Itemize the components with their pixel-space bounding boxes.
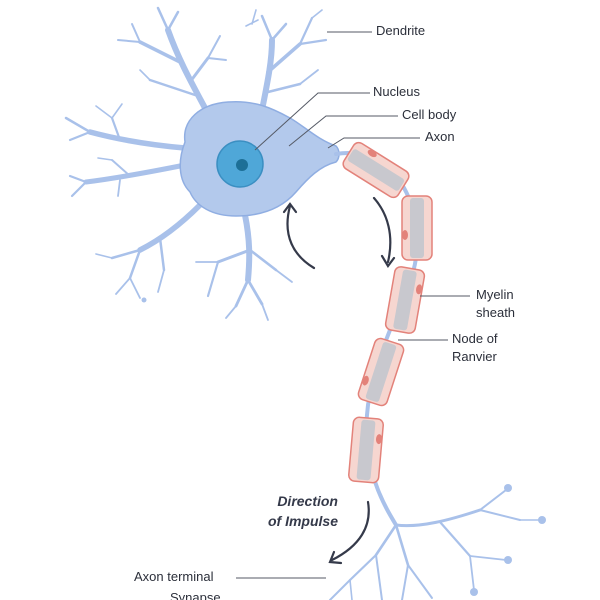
- label-synapse: Synapse: [170, 590, 221, 600]
- label-cell-body: Cell body: [402, 107, 457, 122]
- label-axon: Axon: [425, 129, 455, 144]
- label-node-of-ranvier-line1: Node of: [452, 331, 498, 346]
- dendrites: [64, 6, 328, 321]
- label-direction-line2: of Impulse: [267, 513, 338, 529]
- impulse-arrows: [282, 196, 396, 565]
- leader-lines: [236, 31, 470, 579]
- myelin-segment: [384, 266, 426, 334]
- label-myelin-sheath-line2: sheath: [476, 305, 516, 320]
- impulse-arrow-soma-head: [282, 202, 298, 214]
- label-direction-line1: Direction: [277, 493, 338, 509]
- leader-cell-body: [288, 115, 398, 147]
- leader-axon: [327, 137, 420, 149]
- impulse-arrow-terminal-head: [328, 550, 343, 565]
- axon-terminal-branches: [329, 489, 541, 600]
- impulse-arrow-axon: [372, 196, 392, 264]
- label-dendrite: Dendrite: [376, 23, 426, 38]
- label-node-of-ranvier-line2: Ranvier: [452, 349, 497, 364]
- impulse-arrow-terminal: [330, 500, 370, 562]
- label-axon-terminal: Axon terminal: [134, 569, 214, 584]
- synaptic-terminals: [141, 297, 546, 596]
- myelin-segment: [357, 337, 405, 407]
- myelin-sheath-segments: [342, 141, 433, 484]
- myelin-segment: [348, 416, 384, 484]
- impulse-arrow-soma: [286, 204, 316, 270]
- myelin-segment: [342, 141, 410, 199]
- nucleolus: [236, 159, 248, 171]
- impulse-arrow-axon-head: [380, 254, 396, 268]
- leader-nucleus: [254, 92, 370, 151]
- label-myelin-sheath-line1: Myelin: [476, 287, 514, 302]
- label-nucleus: Nucleus: [373, 84, 420, 99]
- myelin-segment: [401, 195, 433, 261]
